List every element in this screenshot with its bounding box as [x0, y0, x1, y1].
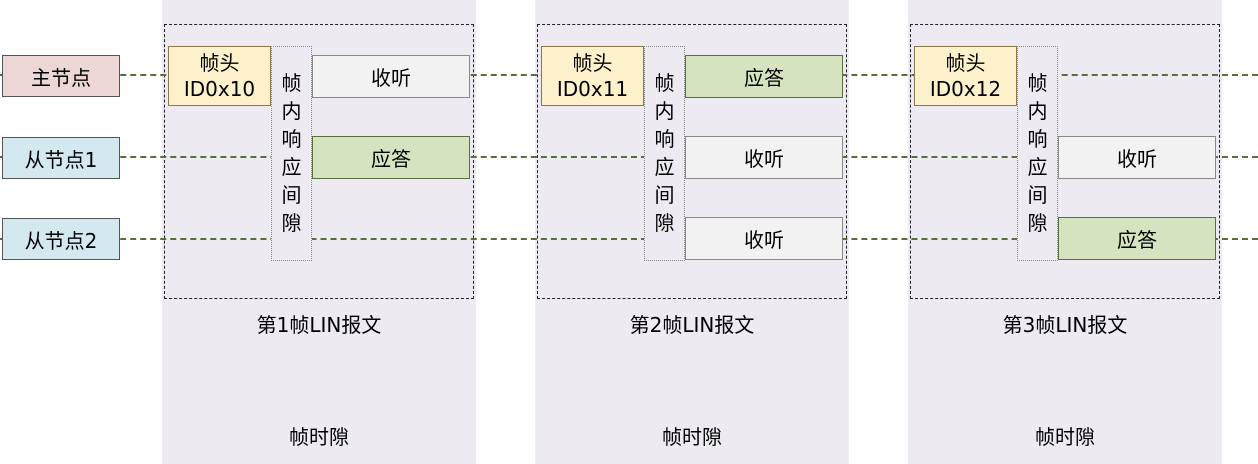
frame-1-slave-1-response: 应答: [312, 136, 470, 179]
frame-caption-3: 第3帧LIN报文: [1002, 313, 1128, 337]
gap-char: 帧: [1027, 71, 1048, 95]
node-slave-2: 从节点2: [2, 218, 120, 260]
slot-caption-3: 帧时隙: [1035, 425, 1095, 449]
gap-char: 应: [1027, 155, 1048, 179]
gap-char: 应: [281, 155, 302, 179]
slot-caption-2: 帧时隙: [662, 425, 722, 449]
frame-2-slave-1-response: 收听: [685, 136, 843, 179]
gap-char: 内: [654, 99, 675, 123]
frame-header-2: 帧头 ID0x11: [541, 46, 644, 106]
gap-char: 响: [281, 127, 302, 151]
frame-header-id: ID0x12: [929, 77, 1002, 101]
slot-caption-1: 帧时隙: [289, 425, 349, 449]
frame-header-id: ID0x11: [556, 77, 629, 101]
gap-char: 隙: [1027, 211, 1048, 235]
lin-frame-box-2: [537, 24, 847, 299]
gap-char: 帧: [281, 71, 302, 95]
gap-char: 帧: [654, 71, 675, 95]
response-gap-2: 帧 内 响 应 间 隙: [644, 46, 685, 261]
node-master: 主节点: [2, 55, 120, 97]
gap-char: 间: [1027, 183, 1048, 207]
frame-header-label: 帧头: [945, 51, 986, 75]
frame-header-1: 帧头 ID0x10: [168, 46, 271, 106]
frame-3-slave-1-response: 收听: [1058, 136, 1216, 179]
response-gap-3: 帧 内 响 应 间 隙: [1017, 46, 1058, 261]
bus-line-slave-2: [0, 238, 1258, 240]
frame-caption-2: 第2帧LIN报文: [629, 313, 755, 337]
gap-char: 响: [1027, 127, 1048, 151]
bus-line-slave-1: [0, 156, 1258, 158]
response-gap-1: 帧 内 响 应 间 隙: [271, 46, 312, 261]
frame-3-slave-2-response: 应答: [1058, 217, 1216, 260]
frame-1-master-response: 收听: [312, 55, 470, 98]
frame-header-label: 帧头: [572, 51, 613, 75]
gap-char: 内: [1027, 99, 1048, 123]
lin-frame-box-3: [910, 24, 1220, 299]
node-slave-1: 从节点1: [2, 137, 120, 179]
gap-char: 间: [281, 183, 302, 207]
lin-frame-box-1: [164, 24, 474, 299]
gap-char: 隙: [654, 211, 675, 235]
gap-char: 内: [281, 99, 302, 123]
gap-char: 应: [654, 155, 675, 179]
frame-header-label: 帧头: [199, 51, 240, 75]
gap-char: 间: [654, 183, 675, 207]
frame-caption-1: 第1帧LIN报文: [256, 313, 382, 337]
gap-char: 响: [654, 127, 675, 151]
frame-header-id: ID0x10: [183, 77, 256, 101]
frame-header-3: 帧头 ID0x12: [914, 46, 1017, 106]
frame-2-master-response: 应答: [685, 55, 843, 98]
frame-2-slave-2-response: 收听: [685, 217, 843, 260]
gap-char: 隙: [281, 211, 302, 235]
